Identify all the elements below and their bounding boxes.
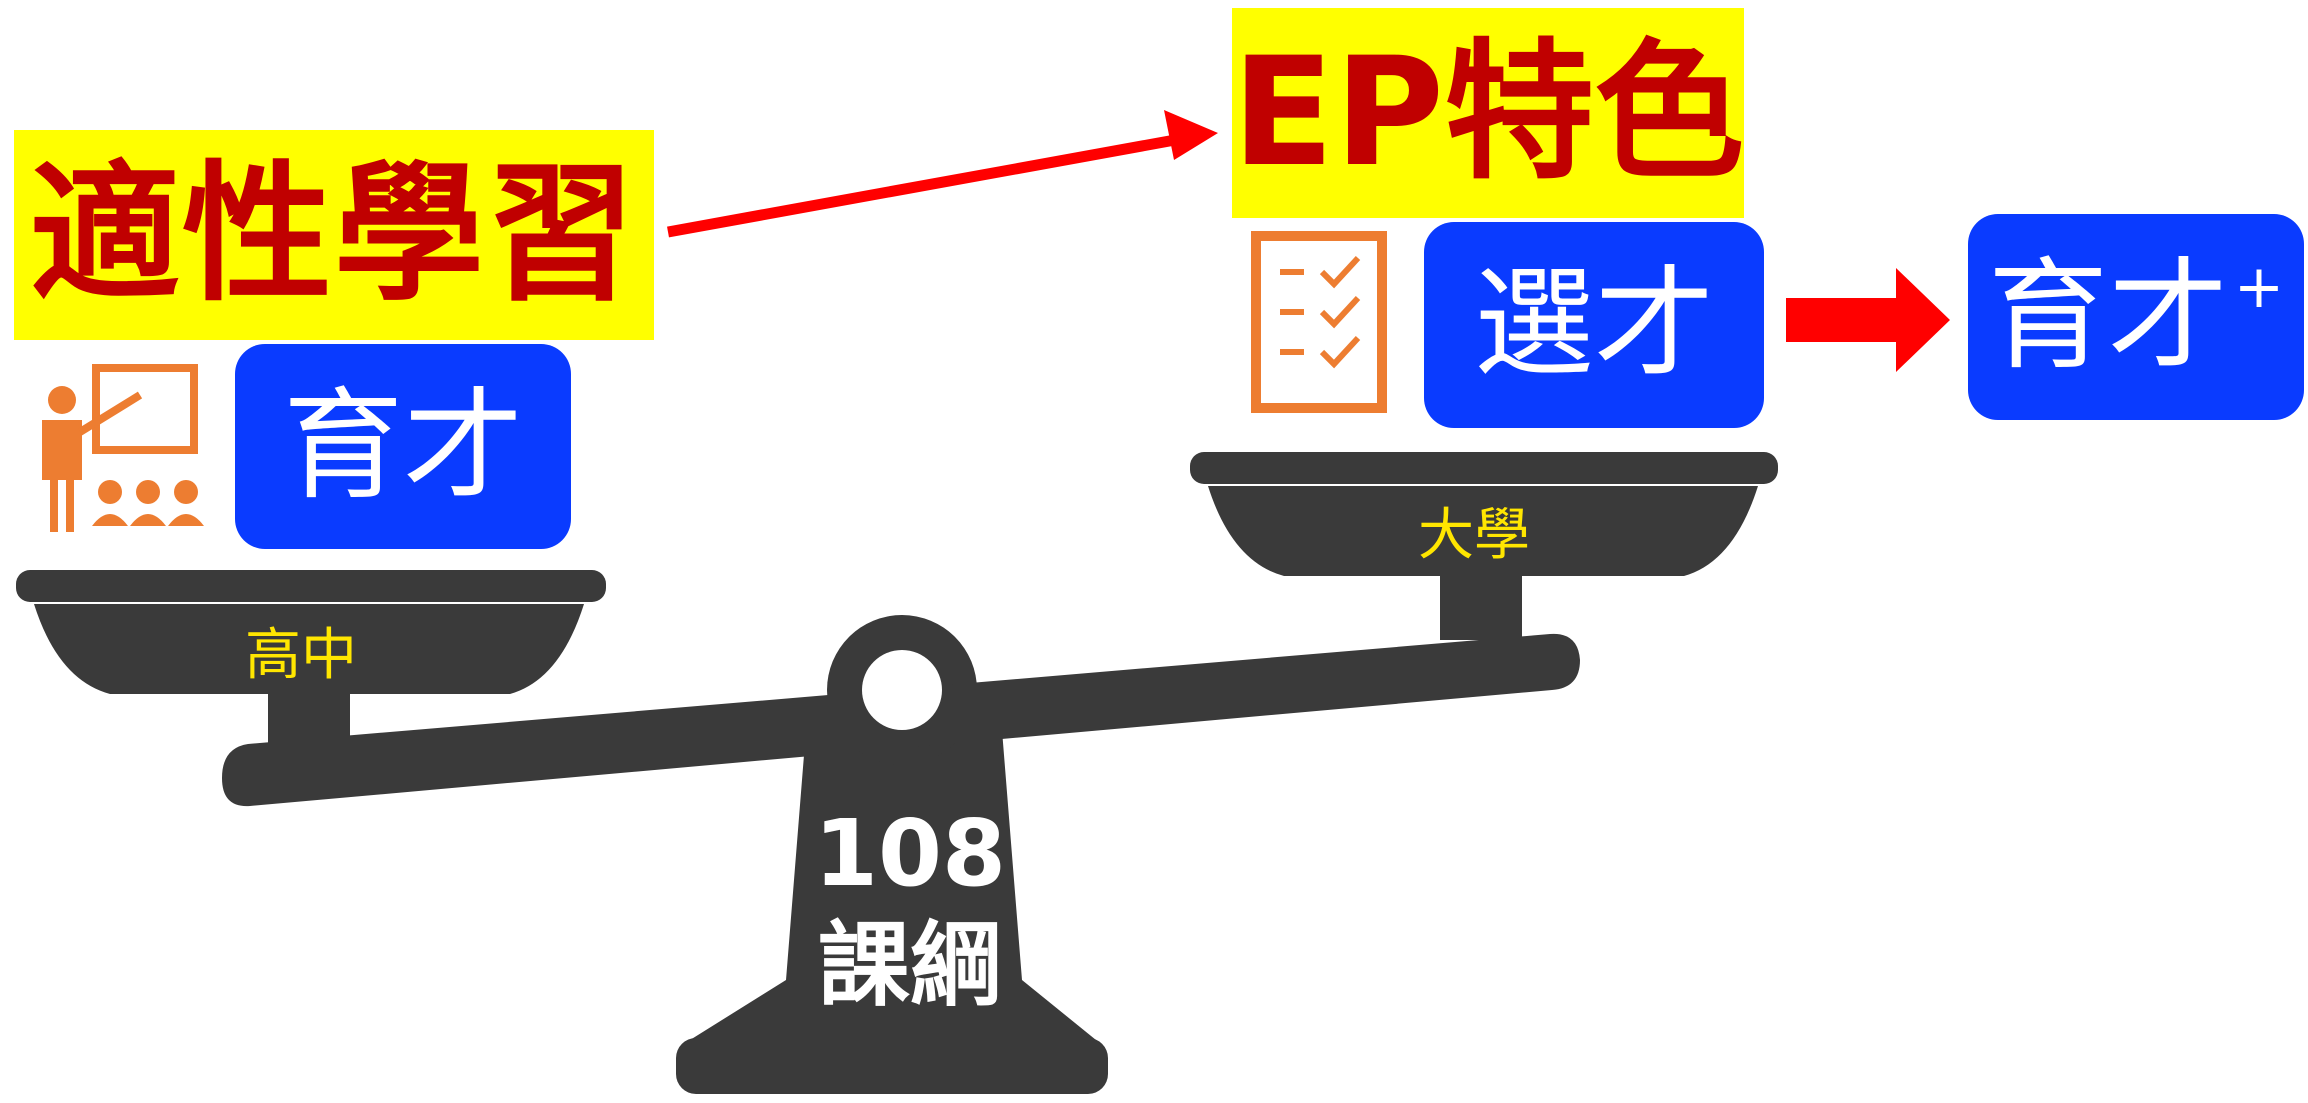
left-pan-rim bbox=[16, 570, 606, 602]
left-pan-bowl bbox=[34, 604, 584, 694]
left-talent-box: 育才 bbox=[235, 344, 571, 549]
scale-fulcrum bbox=[690, 705, 1096, 1040]
right-pan-label: 大學 bbox=[1418, 503, 1530, 568]
fulcrum-text: 課綱 bbox=[817, 912, 1002, 1019]
left-pan-label: 高中 bbox=[245, 623, 357, 688]
progress-arrow-head bbox=[1164, 110, 1218, 160]
right-pan-bowl bbox=[1208, 486, 1758, 576]
teacher-presentation-icon bbox=[42, 364, 204, 532]
left-keyword-label: 適性學習 bbox=[14, 130, 654, 340]
talent-plus-label: 育才 bbox=[1987, 247, 2228, 386]
select-talent-label: 選才 bbox=[1474, 255, 1714, 394]
talent-plus-box: 育才+ bbox=[1968, 214, 2304, 420]
fulcrum-number: 108 bbox=[813, 800, 1007, 907]
checklist-icon bbox=[1251, 231, 1387, 413]
talent-plus-sup: + bbox=[2233, 252, 2285, 322]
scale-pivot-hole bbox=[862, 650, 942, 730]
right-keyword-label: EP特色 bbox=[1232, 8, 1744, 218]
progress-arrow-shaft bbox=[667, 134, 1176, 238]
select-talent-box: 選才 bbox=[1424, 222, 1764, 428]
right-pan-rim bbox=[1190, 452, 1778, 484]
block-arrow-right-icon bbox=[1786, 268, 1950, 372]
scale-base bbox=[676, 1038, 1108, 1094]
left-talent-label: 育才 bbox=[283, 376, 523, 516]
